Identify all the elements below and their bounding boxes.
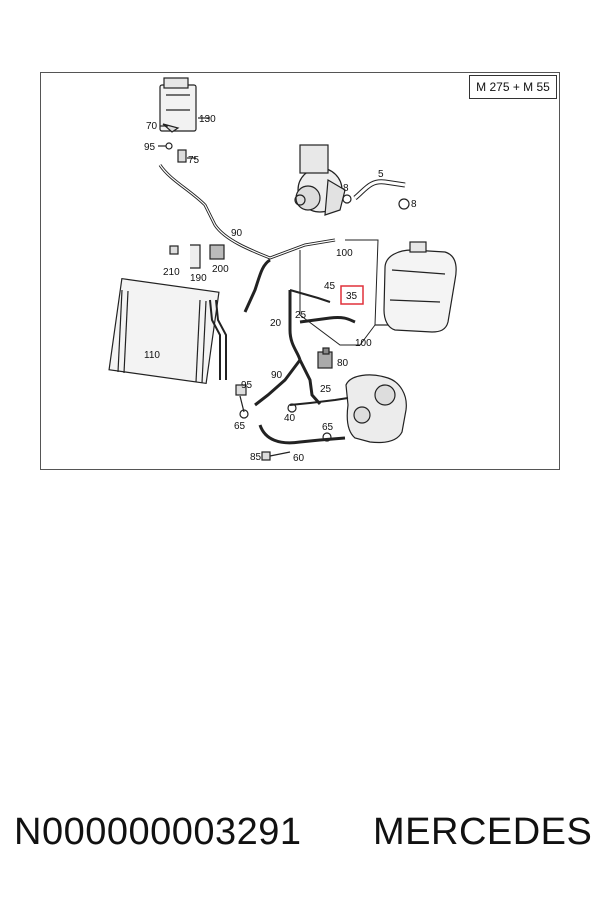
callout-65a: 65 [234,421,246,432]
part-130-cap [163,77,189,89]
callout-200: 200 [212,264,229,275]
highlight-box-35 [340,285,364,305]
callout-65b: 65 [322,422,334,433]
callout-100a: 100 [336,248,353,259]
footer: N000000003291 MERCEDES [0,805,600,865]
callout-130: 130 [199,114,216,125]
callout-75: 75 [188,155,200,166]
callout-8a: 8 [343,183,349,194]
callout-8b: 8 [411,199,417,210]
callout-95b: 95 [241,380,253,391]
callout-60: 60 [293,453,305,464]
callout-110: 110 [144,350,160,361]
callout-80: 80 [337,358,349,369]
callout-100b: 100 [355,338,372,349]
callout-40: 40 [284,413,296,424]
diagram-linework [108,77,457,461]
callout-5: 5 [378,169,384,180]
callout-45: 45 [324,281,336,292]
steering-gear-shape [345,374,407,444]
callout-210: 210 [163,267,180,278]
callout-90b: 90 [271,370,283,381]
cooler-110-shape [108,277,220,385]
part-number: N000000003291 [14,811,302,853]
callout-20: 20 [270,318,282,329]
brand-name: MERCEDES [373,811,593,853]
callout-90a: 90 [231,228,243,239]
callout-70: 70 [146,121,158,132]
pump-shape [294,144,346,216]
callout-35: 35 [346,291,358,302]
model-badge: M 275 + M 55 [469,75,557,99]
callout-95a: 95 [144,142,156,153]
callout-85: 85 [250,452,262,463]
callout-25b: 25 [320,384,332,395]
callout-190: 190 [190,273,207,284]
callout-25a: 25 [295,310,307,321]
callout-labels: 130 70 95 75 5 8 8 90 100 210 190 200 45… [144,114,417,464]
reservoir-shape [383,241,457,333]
